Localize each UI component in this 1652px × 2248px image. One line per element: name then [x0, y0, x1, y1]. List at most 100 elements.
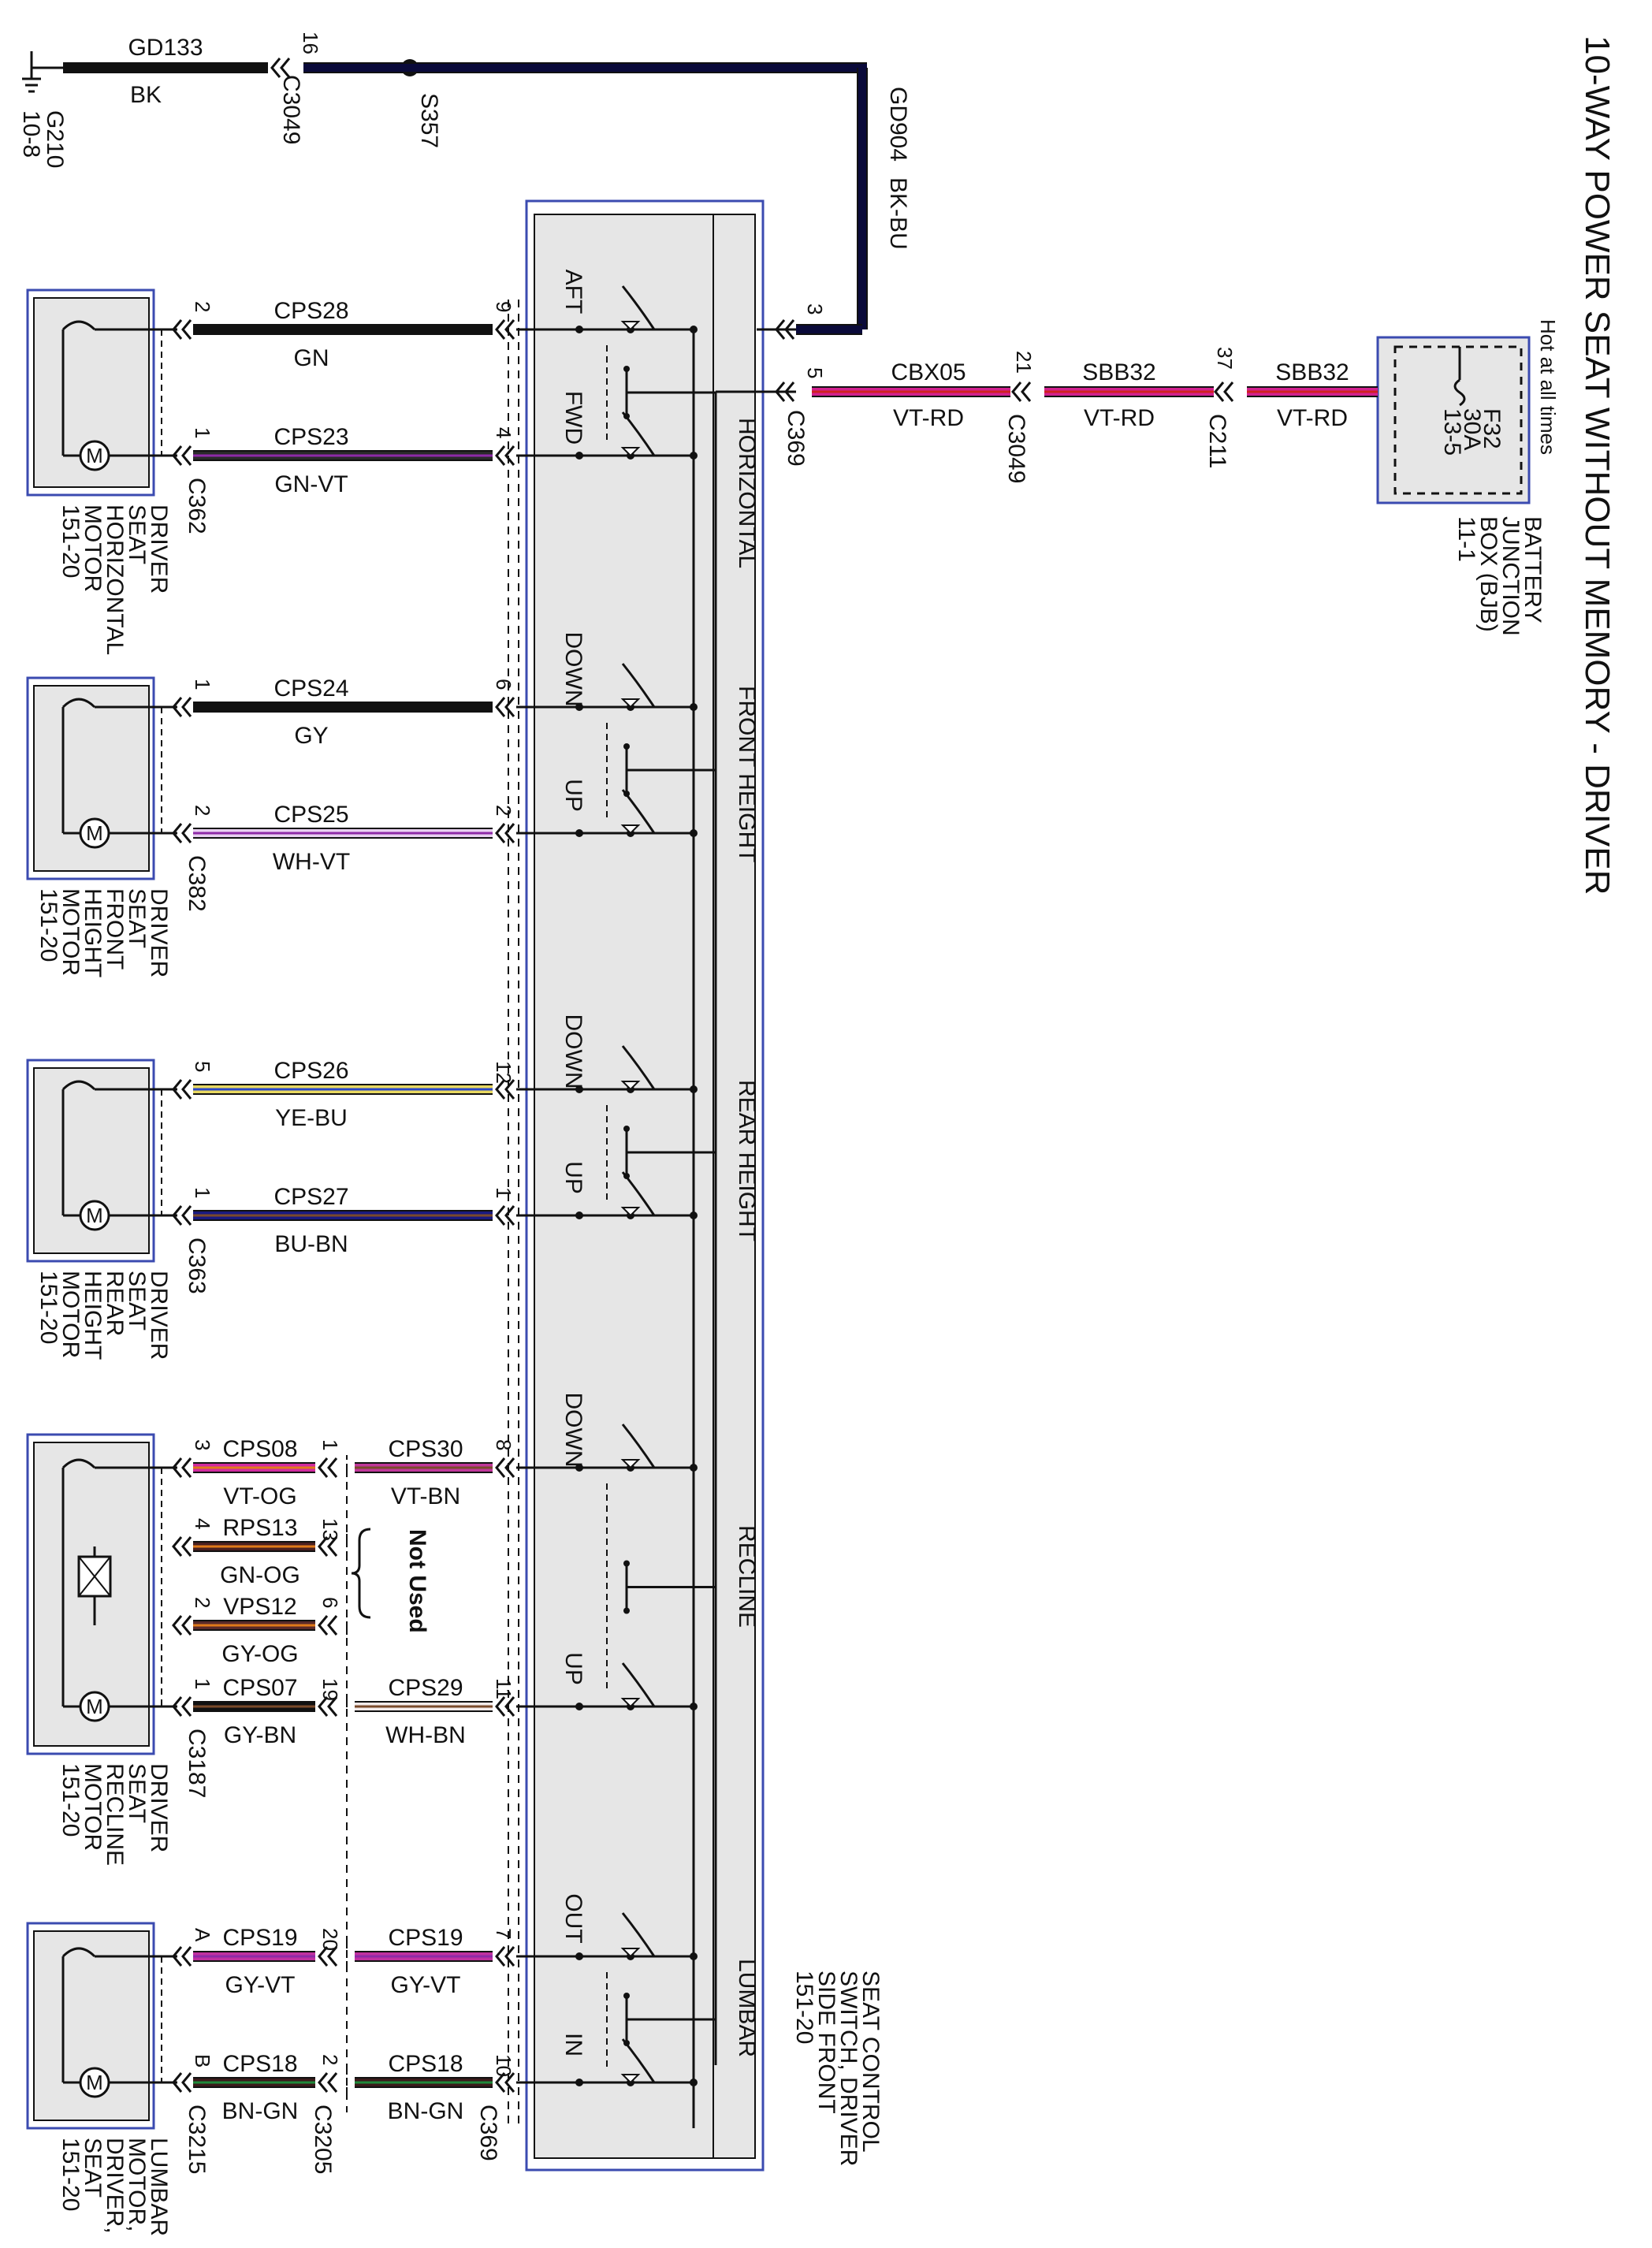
switch-common-node-b	[623, 1173, 630, 1179]
switch-arm-icon	[621, 1912, 656, 1957]
color-label: GY-OG	[221, 1641, 298, 1667]
switch-common-node-a	[623, 1560, 630, 1567]
motor-pin-number: 1	[191, 427, 214, 438]
motor-m-icon	[79, 1691, 110, 1722]
switch-direction-label: FWD	[560, 391, 586, 445]
motor-m-letter: M	[86, 1204, 103, 1227]
color-label: GN	[294, 345, 329, 371]
motor-pin-chevron	[172, 1696, 183, 1717]
motor-m-letter: M	[86, 1695, 103, 1718]
motor-pin-number: 1	[191, 679, 214, 690]
cbx05-color: VT-RD	[893, 405, 964, 431]
switch-pin-power: 5	[803, 367, 827, 378]
switch-direction-label: OUT	[560, 1893, 586, 1943]
motor-pin-chevron-b	[181, 1536, 192, 1557]
motor-name-line-3: SEAT	[80, 2138, 106, 2198]
splice-label: S357	[416, 93, 442, 148]
gd904-circuit: GD904	[885, 87, 911, 162]
switch-pin-number: 7	[492, 1928, 515, 1939]
bjb-hot-label: Hot at all times	[1536, 319, 1560, 455]
motor-connector-label: C3187	[184, 1729, 210, 1798]
switch-pin-chevron-b	[504, 1946, 515, 1967]
motor-pin-chevron-b	[181, 1079, 192, 1100]
switch-pin-number: 9	[492, 301, 515, 312]
gd904-color: BK-BU	[885, 177, 911, 250]
switch-pin-chevron	[495, 445, 506, 466]
switch-pin-number: 10	[492, 2054, 515, 2077]
bjb-name-line-2: BOX (BJB)	[1475, 516, 1501, 632]
motor-connector-label: C382	[184, 855, 210, 912]
motor-pin-chevron	[172, 1457, 183, 1478]
switch-bus-node	[690, 703, 698, 711]
motor-pin-chevron	[172, 1536, 183, 1557]
color2-label: WH-BN	[385, 1722, 466, 1748]
switch-pin-chevron	[495, 2072, 506, 2093]
motor-m-icon	[79, 1200, 110, 1231]
motor-m-letter: M	[86, 821, 103, 845]
motor-m-icon	[79, 817, 110, 849]
switch-diode-icon	[620, 1081, 641, 1091]
mid-pin-number: 13	[318, 1518, 342, 1541]
mid-pin-chevron-b	[327, 1696, 338, 1717]
motor-pin-chevron	[172, 697, 183, 717]
circuit-label: RPS13	[222, 1515, 297, 1541]
circuit2-label: CPS30	[388, 1436, 463, 1462]
switch-name-line-2: SIDE FRONT	[813, 1971, 839, 2114]
label-layer: 10-WAY POWER SEAT WITHOUT MEMORY - DRIVE…	[18, 32, 1617, 2236]
mid-pin-number: 20	[318, 1928, 342, 1951]
motor-pin-chevron-b	[181, 445, 192, 466]
mid-pin-chevron	[318, 1615, 329, 1636]
switch-arm-icon	[621, 1424, 656, 1468]
switch-direction-label: DOWN	[560, 632, 586, 707]
switch-pin-chevron-b	[504, 445, 515, 466]
motor-name-line-0: LUMBAR	[146, 2138, 172, 2236]
sbb32-b-circuit: SBB32	[1082, 359, 1155, 385]
motor-pin-number: 2	[191, 301, 214, 312]
gd133-circuit: GD133	[128, 35, 203, 61]
motor-name-line-1: SEAT	[124, 1763, 150, 1823]
circuit-label: CPS08	[222, 1436, 297, 1462]
switch-node	[575, 1085, 583, 1093]
motor-name-line-0: DRIVER	[146, 504, 172, 594]
circuit2-label: CPS18	[388, 2051, 463, 2077]
fuse-f32-icon	[1453, 378, 1466, 407]
color-label: GY	[294, 723, 328, 749]
bjb-name-line-3: 11-1	[1453, 516, 1479, 562]
motor-pin-chevron	[172, 445, 183, 466]
mid-pin-number: 1	[318, 1439, 342, 1450]
c211-chevron	[1214, 381, 1225, 402]
motor-connector-label: C3215	[184, 2105, 210, 2174]
motor-pin-chevron	[172, 1205, 183, 1226]
color2-label: VT-BN	[391, 1483, 460, 1509]
sbb32-b-color: VT-RD	[1084, 405, 1155, 431]
switch-bus-node	[690, 1464, 698, 1472]
switch-pin-chevron	[495, 1696, 506, 1717]
fuse-rating: 30A	[1459, 408, 1485, 450]
motor-outer-box	[26, 1059, 155, 1263]
motor-pin-chevron-b	[181, 823, 192, 843]
switch-pin-chevron	[495, 697, 506, 717]
circuit-label: CPS07	[222, 1675, 297, 1701]
switch-diode-icon	[620, 1207, 641, 1217]
motor-outer-box	[26, 288, 155, 497]
motor-name-line-1: MOTOR,	[124, 2138, 150, 2231]
motor-connector-label: C362	[184, 478, 210, 534]
motor-name-line-2: DRIVER,	[102, 2138, 128, 2234]
not-used-label: Not Used	[404, 1529, 430, 1633]
motor-name-line-2: RECLINE	[102, 1763, 128, 1866]
motor-connector-label: C363	[184, 1238, 210, 1294]
color-label: GN-OG	[220, 1562, 300, 1588]
bjb-name-line-0: BATTERY	[1520, 516, 1546, 623]
switch-pin-ground: 3	[803, 303, 827, 314]
ground-pin-label: 16	[299, 32, 322, 54]
switch-name-line-3: 151-20	[791, 1971, 817, 2044]
motor-pin-chevron	[172, 319, 183, 340]
switch-pin-number: 6	[492, 679, 515, 690]
circuit-label: CPS23	[273, 424, 348, 450]
color-label: BN-GN	[222, 2098, 299, 2124]
static-shapes	[22, 51, 1531, 2172]
switch-pin-number: 2	[492, 805, 515, 816]
switch-section-horizontal: HORIZONTAL	[734, 418, 760, 568]
motor-pin-chevron-b	[181, 1457, 192, 1478]
